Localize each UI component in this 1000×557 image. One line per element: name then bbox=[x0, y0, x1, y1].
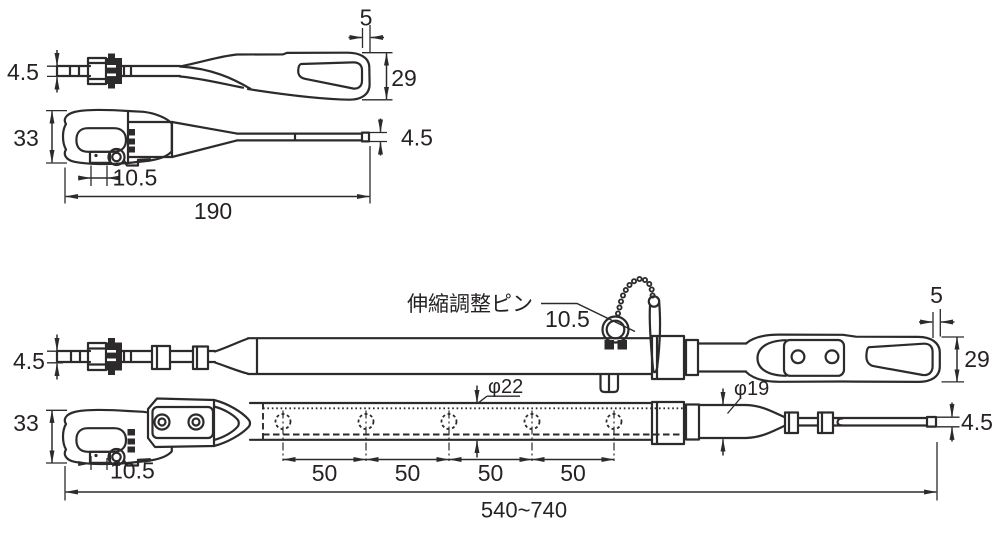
dim-blade-thickness: 4.5 bbox=[961, 409, 993, 435]
small-tool-drawing: 4.5 5 29 33 10.5 4.5 190 bbox=[7, 5, 433, 225]
blade-taper bbox=[170, 120, 239, 159]
dim-handle-tip-width: 5 bbox=[930, 282, 943, 308]
hex-fitting bbox=[86, 56, 108, 86]
shaft-clamp-2 bbox=[816, 411, 835, 435]
thin-shaft-top bbox=[783, 416, 929, 427]
lock-collar-side bbox=[650, 334, 700, 381]
dim-latch-width: 10.5 bbox=[113, 165, 158, 191]
dim-head-height: 33 bbox=[13, 125, 39, 151]
handle-hang-slot bbox=[865, 342, 934, 377]
retaining-wire-clip bbox=[647, 295, 662, 374]
dim-latch-width: 10.5 bbox=[110, 458, 155, 484]
grip-outline bbox=[744, 333, 941, 383]
socket-sleeve bbox=[146, 397, 216, 449]
small-dimensions: 4.5 5 29 33 10.5 4.5 190 bbox=[7, 5, 433, 225]
large-top-view bbox=[61, 397, 938, 467]
blade-top-view bbox=[235, 132, 364, 142]
handle-tube-side bbox=[696, 342, 748, 373]
large-dimensions: 4.5 伸縮調整ピン 10.5 5 29 33 10.5 bbox=[13, 282, 993, 523]
shaft-end-cap bbox=[925, 415, 938, 428]
blade-shaft bbox=[120, 349, 154, 364]
dim-hole-pitch-1: 50 bbox=[312, 460, 338, 486]
blade-twist-line-2 bbox=[178, 75, 245, 89]
dim-head-height: 33 bbox=[13, 410, 39, 436]
pin-shank-below bbox=[599, 373, 620, 394]
dim-hole-pitch-3: 50 bbox=[478, 460, 504, 486]
shaft-clamp-1 bbox=[150, 344, 172, 371]
dim-hole-pitch-4: 50 bbox=[560, 460, 586, 486]
blade-shaft-2 bbox=[168, 349, 195, 364]
tube-taper bbox=[744, 403, 787, 440]
sleeve-nose-inner bbox=[212, 405, 240, 442]
adjust-pin-label: 伸縮調整ピン bbox=[407, 293, 533, 316]
dim-hole-pitch-2: 50 bbox=[395, 460, 421, 486]
blade-shaft-3 bbox=[206, 349, 217, 364]
grip-panel bbox=[782, 338, 846, 377]
band-flare bbox=[213, 337, 250, 375]
small-top-view bbox=[61, 108, 371, 167]
grip-hole-1 bbox=[790, 349, 806, 365]
dim-hole-pitch-group: 50 50 50 50 bbox=[282, 457, 615, 486]
telescopic-band-top-view bbox=[248, 401, 683, 461]
shaft-clamp-2 bbox=[191, 345, 210, 371]
blade-end-cap bbox=[360, 131, 371, 143]
pin-ring bbox=[601, 315, 630, 344]
drive-shaft-tip bbox=[55, 349, 92, 364]
handle-hang-slot bbox=[297, 61, 364, 90]
dim-overall-length: 540~740 bbox=[481, 498, 567, 523]
dim-handle-tip-width: 5 bbox=[360, 5, 373, 31]
handle-tube-top bbox=[697, 403, 748, 440]
dim-adjust-pin: 10.5 bbox=[545, 306, 590, 332]
adjust-pin-assembly bbox=[599, 275, 662, 394]
outer-band-side bbox=[246, 337, 654, 376]
adjust-pin-leader bbox=[541, 302, 636, 333]
blade-twist-line-1 bbox=[178, 65, 252, 90]
adjustment-holes bbox=[274, 410, 623, 461]
spring-clip bbox=[106, 338, 122, 375]
lock-collar-top bbox=[650, 400, 701, 446]
dim-band-diameter-group: φ22 bbox=[474, 376, 523, 458]
dim-shaft-thickness-side: 4.5 bbox=[13, 348, 45, 374]
dim-shaft-thickness-side: 4.5 bbox=[7, 59, 39, 85]
dim-blade-thickness: 4.5 bbox=[401, 125, 433, 151]
grip-cap-line bbox=[756, 339, 788, 377]
socket-box bbox=[126, 110, 174, 164]
small-side-view bbox=[55, 51, 371, 101]
sleeve-nose-outer bbox=[212, 398, 252, 448]
hex-fitting bbox=[86, 341, 108, 372]
dim-band-diameter: φ22 bbox=[488, 376, 523, 398]
pin-chain bbox=[615, 275, 656, 317]
shaft-clamp-1 bbox=[783, 411, 800, 435]
clip-notch bbox=[836, 417, 844, 427]
dim-handle-height: 29 bbox=[964, 346, 990, 372]
blade-shaft bbox=[120, 64, 182, 78]
spring-clip bbox=[106, 53, 122, 89]
dim-overall-length: 190 bbox=[194, 198, 232, 224]
dim-tube-diameter: φ19 bbox=[734, 378, 769, 400]
dim-tube-diameter-group: φ19 bbox=[720, 378, 769, 456]
dim-handle-height: 29 bbox=[391, 65, 417, 91]
grip-hole-2 bbox=[824, 349, 840, 365]
drive-shaft-tip bbox=[55, 64, 92, 78]
large-side-view bbox=[55, 275, 941, 394]
handle-profile bbox=[178, 51, 371, 101]
large-tool-drawing: 4.5 伸縮調整ピン 10.5 5 29 33 10.5 bbox=[13, 275, 993, 523]
